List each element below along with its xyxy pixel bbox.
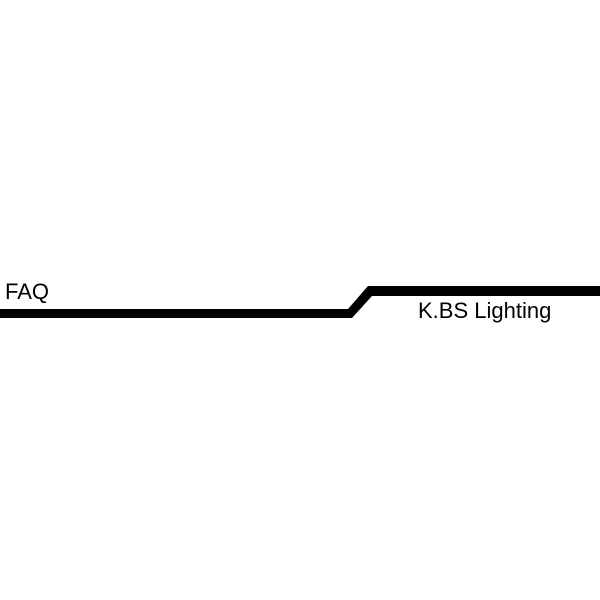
stepped-line-shape: [0, 286, 600, 318]
brand-label: K.BS Lighting: [418, 298, 552, 323]
faq-label: FAQ: [5, 279, 50, 304]
